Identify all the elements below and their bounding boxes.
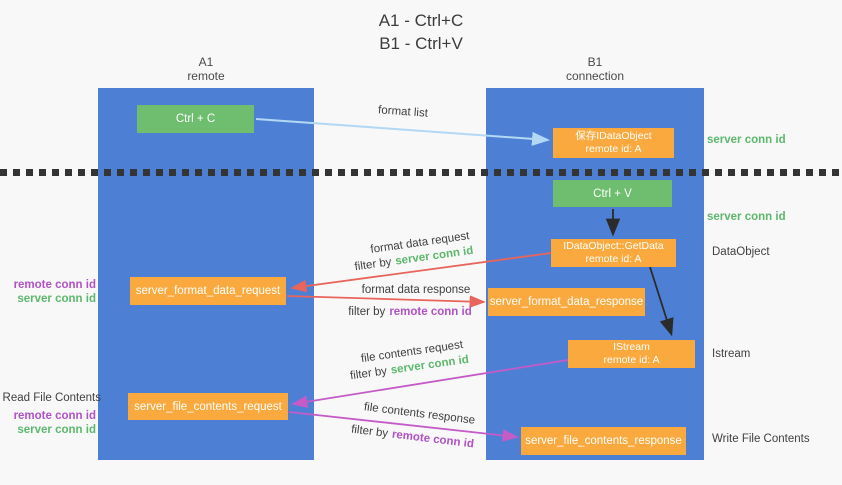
- read-file-contents-annotation: Read File Contents: [2, 392, 101, 404]
- istream-node: IStream remote id: A: [568, 340, 695, 368]
- server-format-data-request-node: server_format_data_request: [130, 277, 286, 305]
- save-dataobject-node: 保存IDataObject remote id: A: [553, 128, 674, 158]
- istream-line2: remote id: A: [603, 354, 660, 366]
- server-file-contents-request-label: server_file_contents_request: [134, 400, 282, 413]
- ctrl-c-label: Ctrl + C: [175, 113, 216, 125]
- getdata-line2: remote id: A: [585, 253, 642, 265]
- server-file-contents-response-node: server_file_contents_response: [521, 427, 686, 455]
- remote-conn-id-annotation: remote conn id: [13, 279, 96, 291]
- format-data-request-arrow: [290, 252, 552, 293]
- getdata-to-istream-arrow: [649, 266, 674, 337]
- server-file-contents-request-node: server_file_contents_request: [128, 393, 288, 420]
- istream-annotation: Istream: [712, 348, 751, 360]
- remote-conn-id-text: remote conn id: [389, 306, 472, 318]
- format-data-response-arrow: [286, 295, 486, 308]
- remote-conn-id-annotation: remote conn id: [13, 410, 96, 422]
- title-line-1: A1 - Ctrl+C: [378, 11, 464, 30]
- save-dataobject-line2: remote id: A: [585, 143, 642, 155]
- diagram-title: A1 - Ctrl+C B1 - Ctrl+V: [0, 9, 842, 55]
- column-a-header: A1 remote: [98, 55, 314, 83]
- format-data-response-label: format data response: [361, 284, 471, 296]
- file-contents-response-arrow: [288, 411, 519, 442]
- column-a-role: remote: [187, 69, 225, 83]
- format-list-arrow: [255, 118, 550, 146]
- write-file-contents-annotation: Write File Contents: [712, 433, 810, 445]
- title-line-2: B1 - Ctrl+V: [379, 34, 463, 53]
- left-conn-id-pair-1: remote conn id server conn id: [0, 279, 96, 306]
- column-b-header: B1 connection: [486, 55, 704, 83]
- ctrl-v-node: Ctrl + V: [553, 180, 672, 207]
- server-format-data-request-label: server_format_data_request: [135, 285, 281, 297]
- server-format-data-response-node: server_format_data_response: [488, 288, 645, 316]
- column-a-name: A1: [198, 55, 214, 69]
- istream-line1: IStream: [613, 341, 650, 353]
- dataobject-annotation: DataObject: [712, 246, 770, 258]
- ctrl-v-label: Ctrl + V: [593, 187, 632, 200]
- save-dataobject-line1: 保存IDataObject: [575, 130, 652, 142]
- column-b-name: B1: [587, 55, 603, 69]
- column-b-role: connection: [565, 69, 625, 83]
- server-file-contents-response-label: server_file_contents_response: [525, 435, 682, 447]
- server-conn-id-annotation: server conn id: [17, 423, 96, 436]
- server-conn-id-annotation-mid: server conn id: [707, 211, 786, 223]
- server-conn-id-annotation-top: server conn id: [707, 134, 786, 146]
- getdata-line1: IDataObject::GetData: [563, 240, 664, 252]
- server-conn-id-annotation: server conn id: [17, 292, 96, 305]
- section-divider-dotted-line: [0, 169, 842, 176]
- getdata-node: IDataObject::GetData remote id: A: [551, 239, 676, 267]
- ctrl-c-node: Ctrl + C: [137, 105, 254, 133]
- server-format-data-response-label: server_format_data_response: [489, 296, 644, 308]
- filter-by-text: filter by: [348, 306, 386, 318]
- left-conn-id-pair-2: remote conn id server conn id: [0, 410, 96, 437]
- file-contents-request-arrow: [291, 359, 569, 408]
